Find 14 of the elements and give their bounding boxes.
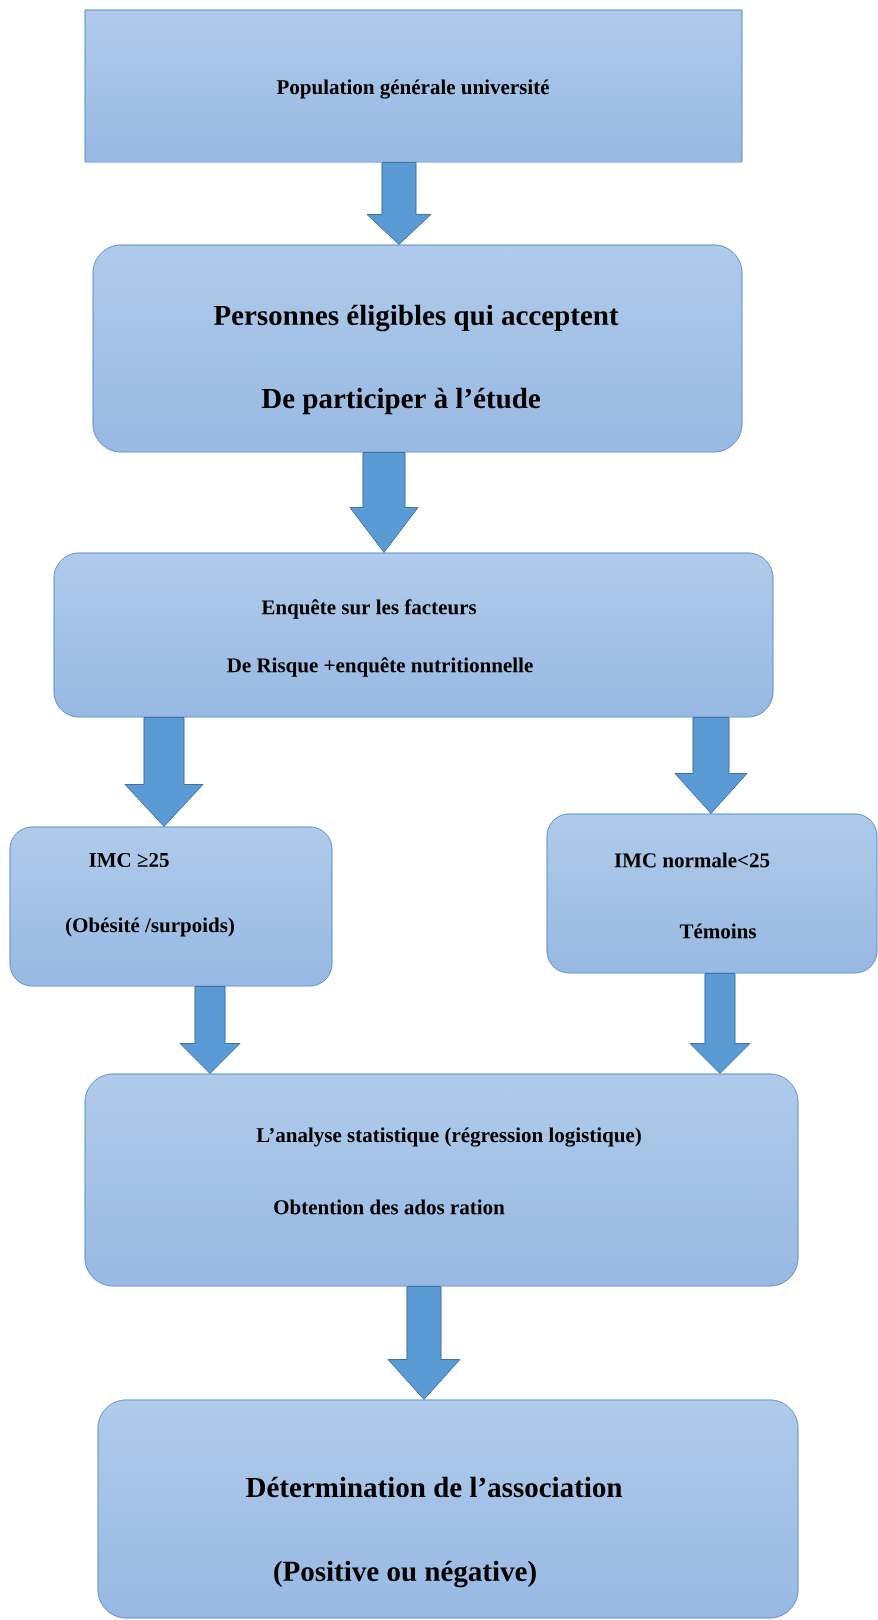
- process-box: IMC ≥25 (Obésité /surpoids): [9, 826, 333, 987]
- block-arrow: [124, 717, 204, 827]
- process-box: IMC normale<25 Témoins: [546, 813, 878, 974]
- block-arrow: [689, 973, 751, 1074]
- block-arrow: [366, 162, 432, 245]
- process-box: Personnes éligibles qui acceptent De participer à l’étude: [92, 244, 743, 453]
- process-box: L’analyse statistique (régression logistique) Obtention des ados ration: [84, 1073, 799, 1287]
- block-arrow: [674, 717, 748, 814]
- process-box: Enquête sur les facteurs De Risque +enquête nutritionnelle: [53, 552, 774, 718]
- process-box: Détermination de l’association (Positive ou négative): [97, 1399, 799, 1619]
- block-arrow: [349, 452, 419, 553]
- process-box: Population générale université: [84, 9, 743, 163]
- block-arrow: [387, 1286, 461, 1400]
- block-arrow: [179, 986, 241, 1074]
